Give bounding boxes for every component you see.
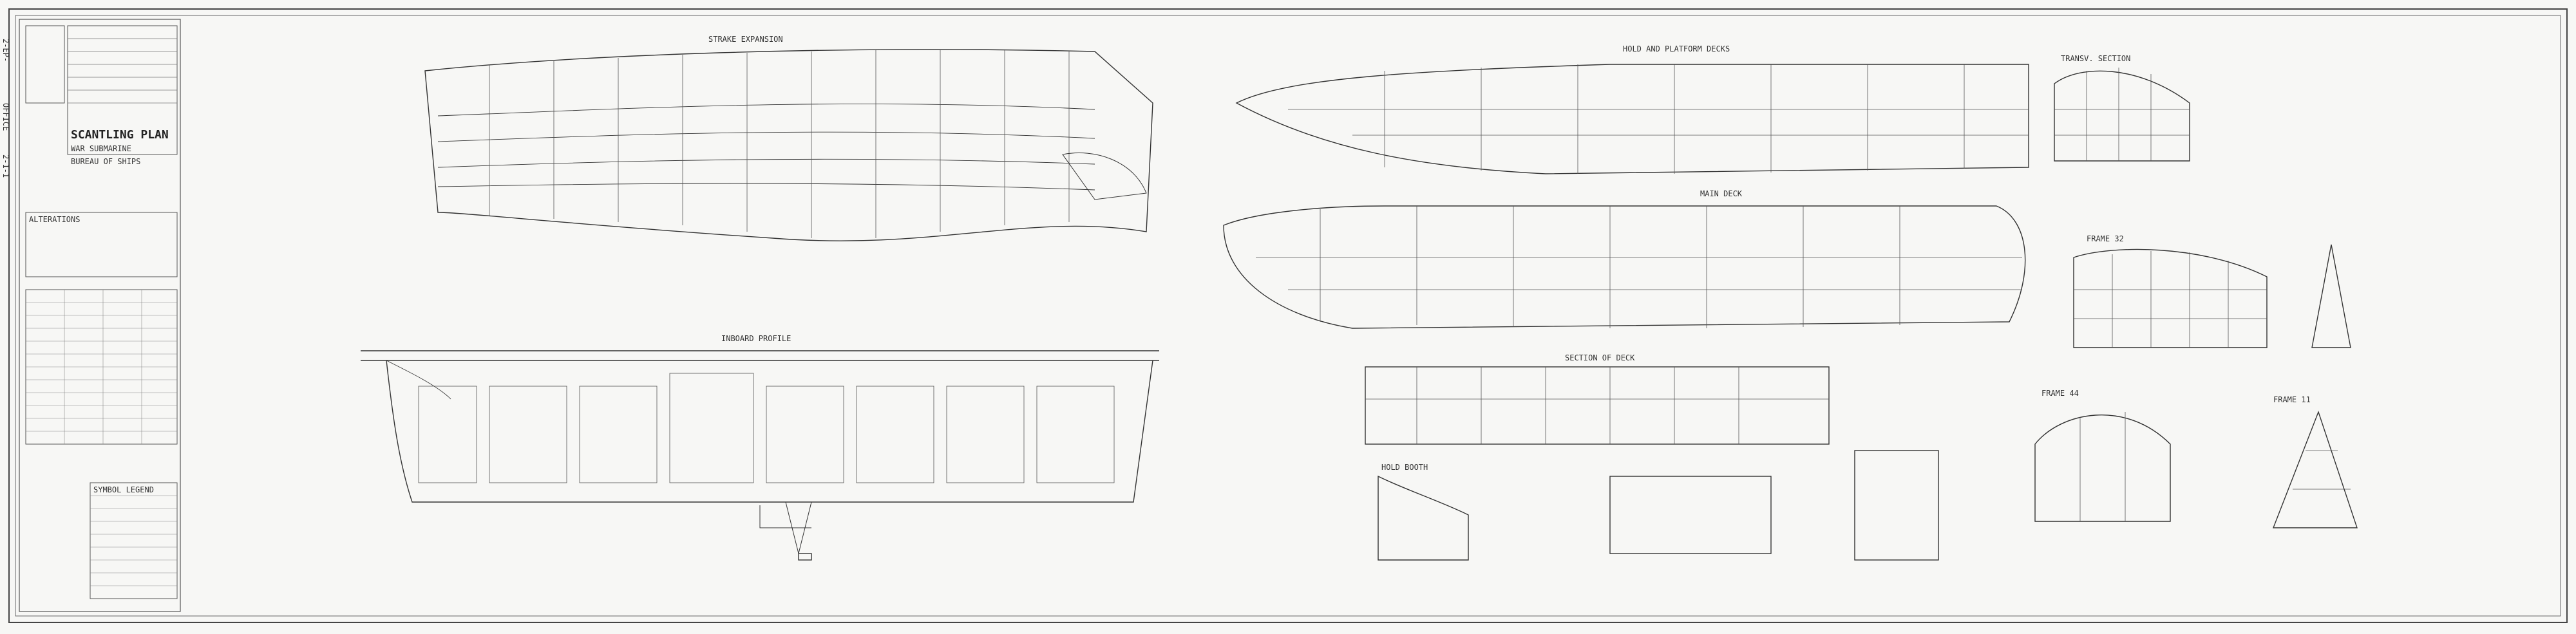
- alterations-heading: ALTERATIONS: [29, 215, 80, 224]
- section-label-1: TRANSV. SECTION: [2061, 54, 2130, 63]
- main-deck-title: MAIN DECK: [1700, 189, 1743, 198]
- section-of-deck-title: SECTION OF DECK: [1565, 353, 1635, 362]
- transverse-sections: [2034, 68, 2358, 528]
- hold-booth-title: HOLD BOOTH: [1381, 463, 1428, 472]
- section-of-deck-view: [1365, 366, 1939, 561]
- stamp-main: OFFICE: [1, 103, 10, 131]
- title-block: [19, 19, 181, 612]
- stamp-upper: 2-EP-: [1, 39, 10, 62]
- strake-expansion-title: STRAKE EXPANSION: [708, 35, 783, 44]
- hold-platform-decks-title: HOLD AND PLATFORM DECKS: [1623, 44, 1730, 53]
- inboard-profile-title: INBOARD PROFILE: [721, 334, 791, 343]
- hold-platform-decks-view: [1235, 64, 2029, 174]
- outer-border: [8, 8, 2568, 623]
- stamp-number: 2-1-1: [1, 154, 10, 178]
- section-label-4: FRAME 11: [2273, 395, 2311, 404]
- title-block-line3: BUREAU OF SHIPS: [71, 157, 140, 166]
- strake-expansion-view: [424, 49, 1153, 241]
- title-block-line1: SCANTLING PLAN: [71, 128, 169, 142]
- title-block-line2: WAR SUBMARINE: [71, 144, 131, 153]
- main-deck-view: [1223, 205, 2026, 329]
- section-label-2: FRAME 32: [2087, 234, 2124, 243]
- inner-border: [15, 15, 2561, 617]
- inboard-profile-view: [361, 350, 1159, 561]
- legend-title: SYMBOL LEGEND: [93, 485, 154, 494]
- section-label-3: FRAME 44: [2041, 389, 2079, 398]
